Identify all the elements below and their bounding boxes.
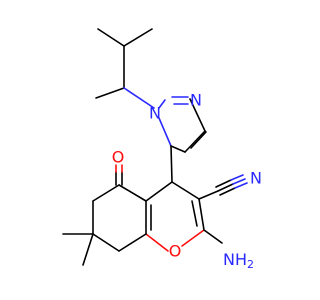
ketone-bond <box>115 164 123 186</box>
bond <box>215 179 232 188</box>
bond <box>92 184 120 202</box>
bond <box>123 87 155 109</box>
bond <box>234 182 248 189</box>
sec-butyl-group <box>95 28 155 109</box>
molecule-canvas: N N O O N NH2 <box>62 28 262 271</box>
bond <box>170 145 186 153</box>
bond <box>82 233 94 266</box>
gem-dimethyl <box>62 233 94 266</box>
pyran-ring <box>145 181 205 252</box>
bond <box>118 184 147 202</box>
cyclohexenone-ring <box>92 184 147 252</box>
bond <box>198 198 205 231</box>
bond <box>230 174 244 181</box>
ketone-oxygen-label: O <box>112 148 125 167</box>
ring-oxygen-label: O <box>169 242 182 261</box>
bond <box>158 99 166 109</box>
bond <box>145 181 173 202</box>
pyrazole-n1-label: N <box>149 104 161 123</box>
amine-subscript: 2 <box>247 258 254 271</box>
bond <box>219 187 236 196</box>
nitrile-nitrogen-label: N <box>250 169 262 188</box>
bond <box>189 98 206 132</box>
bond <box>171 181 200 200</box>
amine-label: NH2 <box>223 250 254 271</box>
bond <box>145 233 169 252</box>
bond <box>123 28 153 47</box>
bond <box>118 233 147 252</box>
bond <box>190 131 207 149</box>
bond <box>232 178 246 185</box>
bond <box>92 233 120 252</box>
nitrile-group <box>198 174 248 200</box>
structure-diagram: N N O O N NH2 <box>62 28 262 271</box>
bond <box>184 130 206 153</box>
amine-nh-text: NH <box>223 250 247 269</box>
pyrazole-ring <box>158 96 207 153</box>
bond <box>95 87 125 99</box>
bond <box>198 190 219 200</box>
bond <box>203 229 223 244</box>
bond <box>158 117 172 147</box>
bond <box>181 229 205 247</box>
pyrazole-n2-label: N <box>190 91 202 110</box>
bond <box>217 183 234 192</box>
bond <box>97 28 125 47</box>
bond <box>170 145 173 183</box>
bond <box>191 200 198 227</box>
